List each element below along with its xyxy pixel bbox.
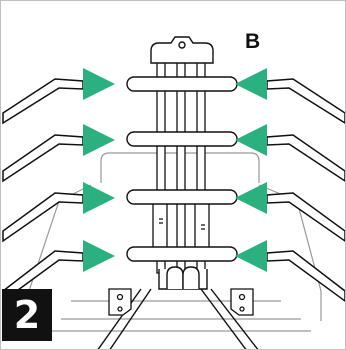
top-cap xyxy=(150,36,214,64)
part-label: B xyxy=(245,30,261,53)
base-frame xyxy=(28,152,322,332)
bottom-legs xyxy=(97,288,259,349)
green-arrow-icon-group xyxy=(83,68,267,272)
rod-left-1 xyxy=(2,78,84,125)
rod-right-2 xyxy=(266,134,345,182)
bracket-icon-right xyxy=(230,288,254,316)
rod-icon-left-group xyxy=(2,78,84,303)
bottom-hook xyxy=(158,266,208,290)
rod-left-3 xyxy=(2,192,84,243)
rod-icon-right-group xyxy=(266,78,345,302)
bracket-icon-left xyxy=(108,288,132,316)
rod-right-1 xyxy=(266,78,345,124)
rod-right-3 xyxy=(266,192,345,242)
rod-left-2 xyxy=(2,134,84,183)
step-number-badge: 2 xyxy=(2,289,52,341)
rod-right-4 xyxy=(266,250,345,302)
